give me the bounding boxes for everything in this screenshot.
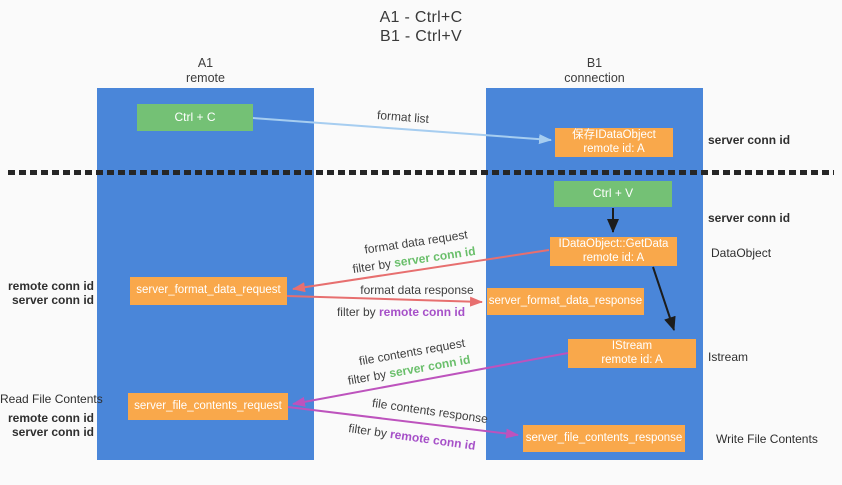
lane-a1-subtitle: remote (186, 71, 225, 85)
diagram-title-line1: A1 - Ctrl+C (379, 9, 463, 26)
diagram-title-line2: B1 - Ctrl+V (380, 28, 462, 45)
side-label-write-file-contents: Write File Contents (716, 432, 818, 446)
node-istream-line1: IStream (611, 340, 653, 352)
node-save-idataobject: 保存IDataObject remote id: A (555, 128, 673, 157)
node-idataobject-getdata: IDataObject::GetData remote id: A (550, 237, 677, 266)
side-label-server-conn-id-top: server conn id (708, 133, 791, 147)
node-ctrl-v-label: Ctrl + V (592, 186, 634, 201)
remote-conn-id-text: remote conn id (389, 427, 477, 453)
lane-header-b1: B1 connection (486, 56, 703, 86)
node-format-request-label: server_format_data_request (136, 284, 281, 297)
node-save-idataobject-line2: remote id: A (583, 142, 645, 155)
side-label-server-conn-id-left2: server conn id (11, 425, 94, 439)
filter-by-text: filter by (336, 305, 376, 319)
lane-header-a1: A1 remote (97, 56, 314, 86)
side-label-dataobject: DataObject (711, 246, 772, 260)
node-ctrl-v: Ctrl + V (554, 181, 672, 207)
filter-by-text: filter by (346, 367, 388, 388)
side-label-istream: Istream (708, 350, 749, 364)
filter-by-text: filter by (347, 421, 388, 441)
node-save-idataobject-line1: 保存IDataObject (572, 129, 656, 141)
node-file-request-label: server_file_contents_request (134, 399, 282, 412)
lane-a1-title: A1 (197, 56, 214, 70)
node-server-file-contents-response: server_file_contents_response (523, 425, 685, 452)
node-file-response-label: server_file_contents_response (525, 431, 683, 444)
filter-by-remote-conn-id-label-2: filter by remote conn id (348, 421, 477, 453)
node-server-format-data-request: server_format_data_request (130, 277, 287, 305)
node-server-file-contents-request: server_file_contents_request (128, 393, 288, 420)
lane-b1-title: B1 (586, 56, 603, 70)
side-label-server-conn-id-left1: server conn id (11, 293, 94, 307)
node-istream-line2: remote id: A (601, 353, 663, 366)
node-ctrl-c: Ctrl + C (137, 104, 253, 131)
node-ctrl-c-label: Ctrl + C (174, 109, 216, 124)
format-list-label: format list (376, 107, 430, 127)
dotted-separator-line (8, 170, 834, 175)
filter-by-remote-conn-id-label-1: filter by remote conn id (337, 305, 465, 319)
side-label-remote-conn-id-left2: remote conn id (7, 411, 94, 425)
remote-conn-id-text: remote conn id (379, 305, 466, 319)
diagram-title: A1 - Ctrl+C B1 - Ctrl+V (0, 8, 842, 46)
node-istream: IStream remote id: A (568, 339, 696, 368)
file-contents-response-label: file contents response (371, 395, 489, 427)
node-getdata-line1: IDataObject::GetData (558, 238, 669, 250)
format-data-response-label: format data response (360, 283, 474, 297)
node-server-format-data-response: server_format_data_response (487, 288, 644, 315)
side-label-read-file-contents: Read File Contents (0, 392, 103, 406)
lane-b1-subtitle: connection (564, 71, 625, 85)
side-label-remote-conn-id-left1: remote conn id (7, 279, 94, 293)
filter-by-text: filter by (351, 256, 392, 277)
node-getdata-line2: remote id: A (582, 251, 645, 264)
side-label-server-conn-id-mid: server conn id (708, 211, 791, 225)
node-format-response-label: server_format_data_response (488, 294, 643, 307)
